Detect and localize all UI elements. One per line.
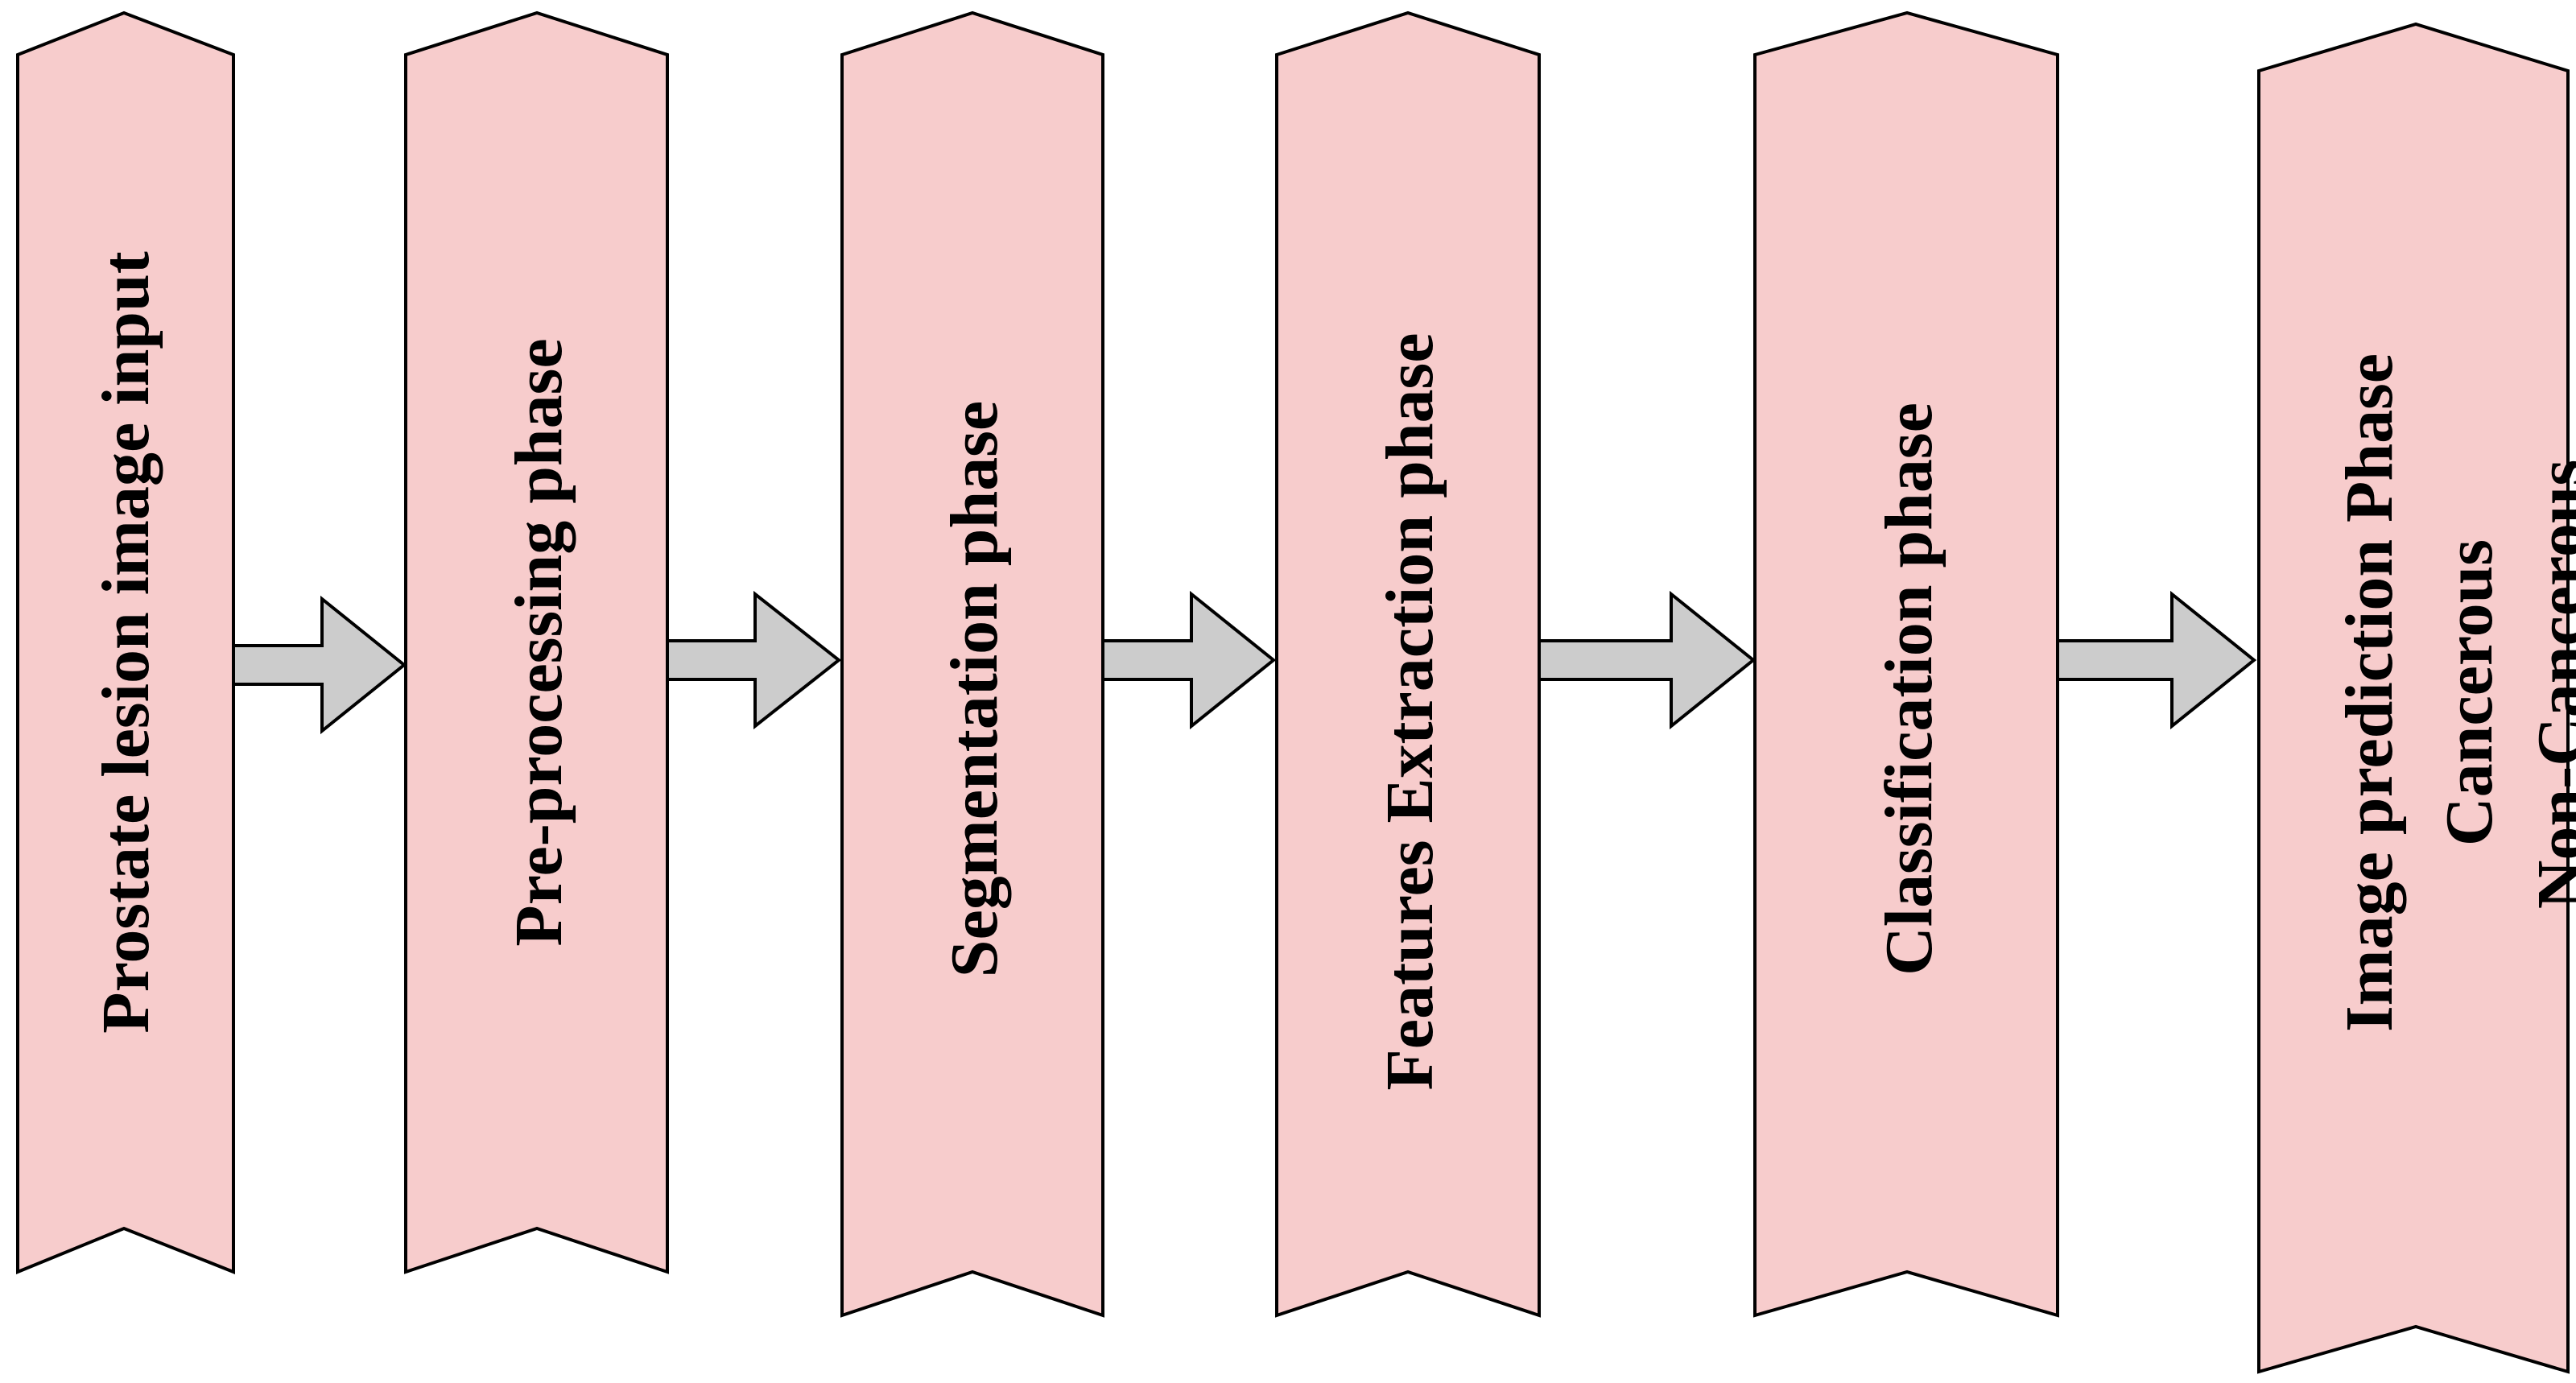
flow-arrow-3	[1101, 590, 1277, 730]
stage-features-extraction-phase: Features Extraction phase	[1275, 10, 1541, 1318]
stage-label: Segmentation phase	[937, 401, 1012, 977]
flow-arrow-4	[1538, 590, 1757, 730]
stage-label-line-3: Non-Cancerous	[2524, 460, 2576, 909]
flow-arrow-5	[2056, 590, 2257, 730]
stage-label: Classification phase	[1872, 403, 1946, 976]
stage-label: Image prediction Phase Cancerous Non-Can…	[2332, 336, 2576, 1032]
stage-chevron-shape	[1753, 10, 2059, 1318]
stage-label: Features Extraction phase	[1373, 332, 1447, 1090]
stage-image-prediction-phase: Image prediction Phase Cancerous Non-Can…	[2257, 22, 2576, 1374]
stage-label: Prostate lesion image input	[89, 251, 163, 1033]
stage-chevron-shape	[2257, 22, 2570, 1374]
stage-classification-phase: Classification phase	[1753, 10, 2059, 1318]
stage-chevron-shape	[16, 10, 235, 1274]
stage-pre-processing-phase: Pre-processing phase	[404, 10, 669, 1274]
stage-chevron-shape	[1275, 10, 1541, 1318]
stage-label-line-1: Image prediction Phase	[2332, 353, 2407, 1032]
stage-prostate-lesion-image-input: Prostate lesion image input	[16, 10, 235, 1274]
flow-arrow-2	[666, 590, 842, 730]
stage-label: Pre-processing phase	[502, 338, 576, 946]
flow-arrow-1	[232, 595, 407, 735]
stage-chevron-shape	[840, 10, 1104, 1318]
stage-chevron-shape	[404, 10, 669, 1274]
stage-label-line-2: Cancerous	[2432, 539, 2507, 846]
stage-segmentation-phase: Segmentation phase	[840, 10, 1104, 1318]
